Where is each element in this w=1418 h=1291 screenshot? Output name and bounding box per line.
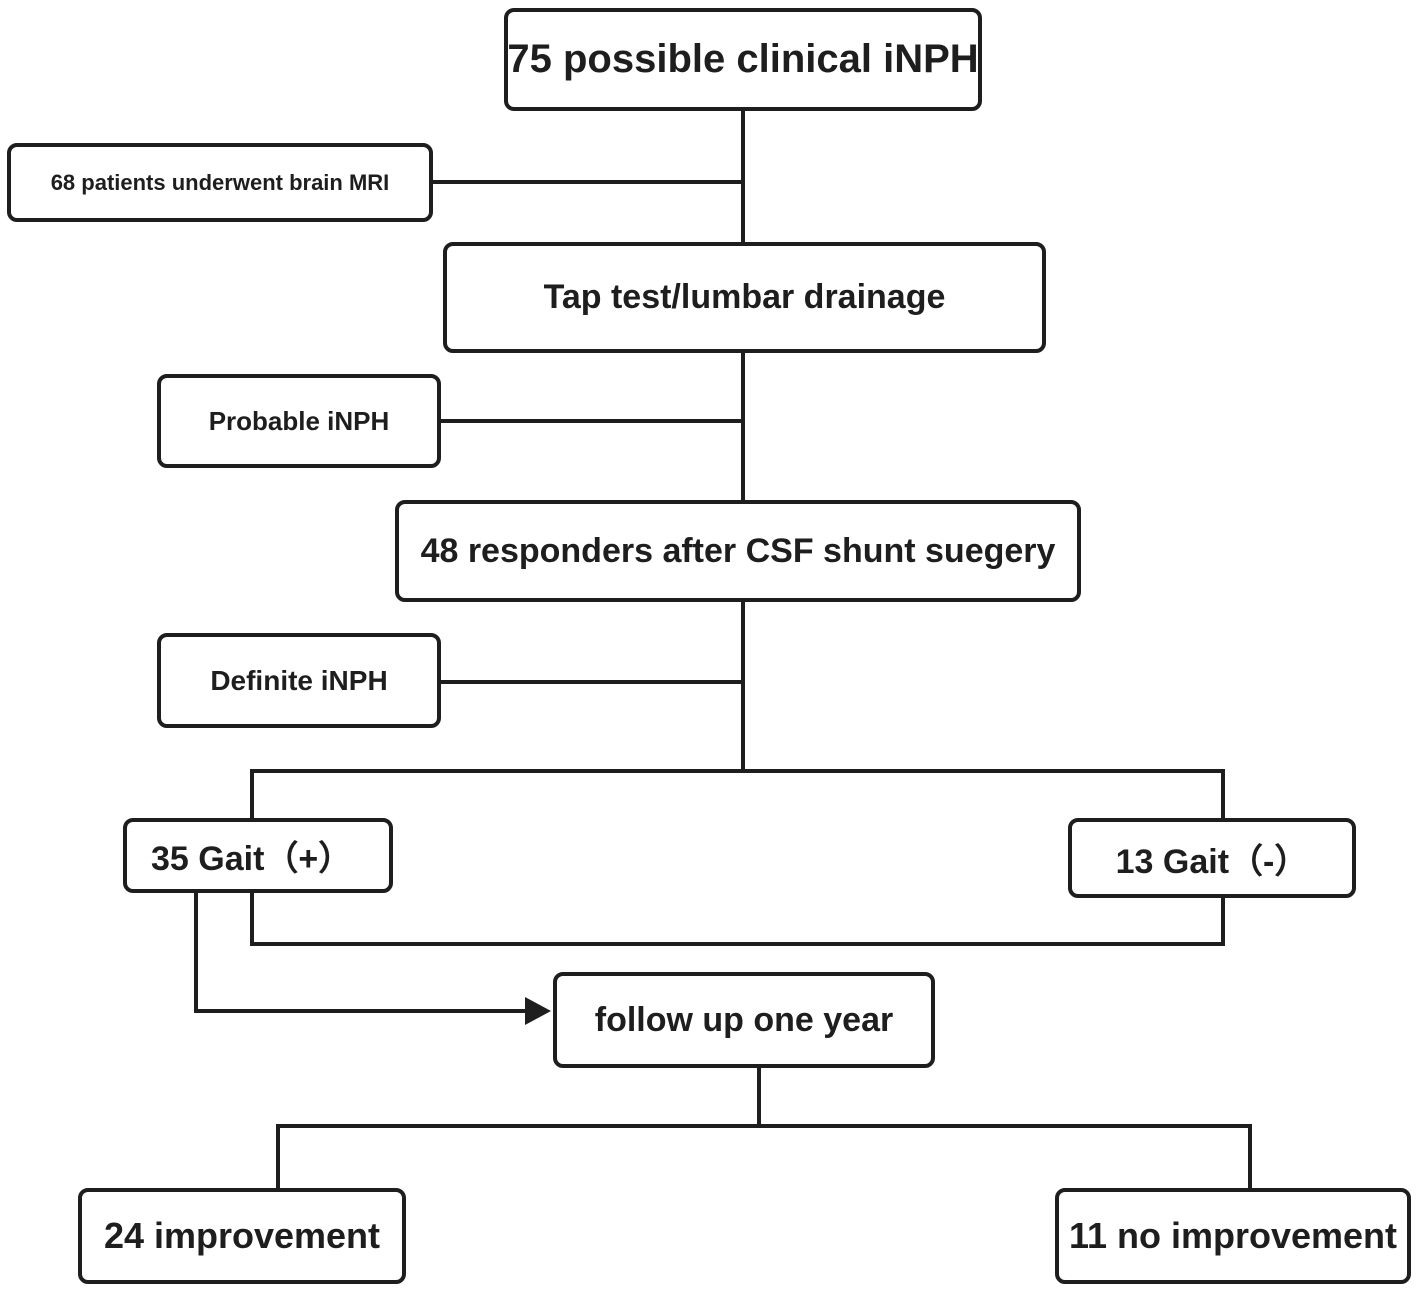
gait-negative-label: 13 Gait（-）: [1115, 842, 1309, 881]
followup-label: follow up one year: [594, 1000, 894, 1039]
improvement-label: 24 improvement: [103, 1215, 381, 1256]
gait-to-followup-arrow-line: [194, 891, 527, 1013]
gait-negative-box: 13 Gait（-）: [1068, 818, 1356, 898]
gait-positive-label: 35 Gait（+）: [151, 840, 353, 878]
improvement-box: 24 improvement: [78, 1188, 406, 1284]
probable-inph-box: Probable iNPH: [157, 374, 441, 468]
no-improvement-box: 11 no improvement: [1055, 1188, 1411, 1284]
gait-groups-bottom-bracket: [250, 891, 1225, 946]
arrow-head: [525, 997, 551, 1025]
followup-box: follow up one year: [553, 972, 935, 1068]
tap-test-label: Tap test/lumbar drainage: [543, 278, 946, 316]
possible-inph-label: 75 possible clinical iNPH: [507, 37, 979, 81]
responders-label: 48 responders after CSF shunt suegery: [420, 531, 1056, 570]
no-improvement-label: 11 no improvement: [1068, 1215, 1398, 1256]
definite-inph-label: Definite iNPH: [210, 664, 388, 696]
possible-inph-box: 75 possible clinical iNPH: [504, 8, 982, 111]
split-outcomes: [276, 1124, 1252, 1190]
brain-mri-label: 68 patients underwent brain MRI: [50, 169, 390, 195]
tap-test-box: Tap test/lumbar drainage: [443, 242, 1046, 353]
gait-positive-box: 35 Gait（+）: [123, 818, 393, 893]
probable-inph-label: Probable iNPH: [208, 405, 390, 436]
definite-inph-box: Definite iNPH: [157, 633, 441, 728]
split-gait-groups: [250, 769, 1225, 820]
brain-mri-box: 68 patients underwent brain MRI: [7, 143, 433, 222]
responders-box: 48 responders after CSF shunt suegery: [395, 500, 1081, 602]
